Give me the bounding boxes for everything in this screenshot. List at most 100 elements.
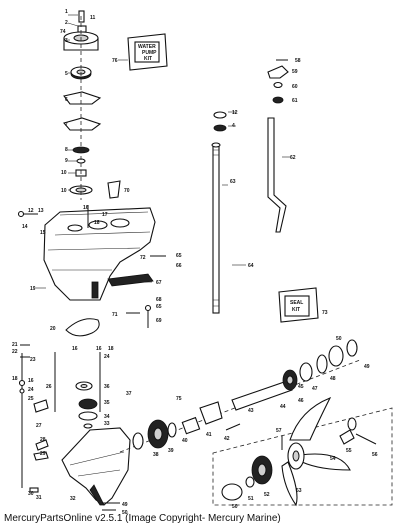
callout-71: 71	[112, 312, 118, 318]
callout-50: 50	[122, 510, 128, 516]
callout-68: 68	[156, 297, 162, 303]
lower-gearcase	[61, 427, 131, 506]
callout-39: 39	[168, 448, 174, 454]
callout-30: 30	[28, 491, 34, 497]
pinion-parts	[75, 381, 98, 429]
driveshaft-63	[211, 111, 227, 314]
fitting-70	[107, 180, 121, 199]
kit-label-kit-2: KIT	[292, 307, 300, 313]
housing-fasteners	[17, 205, 166, 328]
kit-label-seal: SEAL	[290, 300, 303, 306]
callout-4: 4	[232, 123, 235, 129]
callout-18c: 18	[12, 376, 18, 382]
gear-housing	[43, 207, 156, 301]
callout-22: 22	[12, 349, 18, 355]
callout-12b: 12	[28, 208, 34, 214]
kit-label-kit: KIT	[144, 56, 152, 62]
callout-66: 66	[176, 263, 182, 269]
callout-19: 19	[30, 286, 36, 292]
callout-29: 29	[40, 451, 46, 457]
shift-linkage-parts	[267, 59, 289, 104]
callout-10: 10	[61, 170, 67, 176]
callout-26: 26	[46, 384, 52, 390]
callout-16b: 16	[72, 346, 78, 352]
o-ring-20	[65, 318, 100, 337]
callout-33: 33	[104, 421, 110, 427]
callout-numbers: 1 11 2 74 3 5 6 7 8 9 10 10 76 70 12 4 6…	[12, 9, 378, 516]
callout-49b: 49	[364, 364, 370, 370]
callout-12: 12	[232, 110, 238, 116]
callout-63: 63	[230, 179, 236, 185]
callout-24: 24	[104, 354, 110, 360]
callout-44: 44	[280, 404, 286, 410]
callout-41: 41	[206, 432, 212, 438]
callout-20: 20	[50, 326, 56, 332]
callout-31: 31	[36, 495, 42, 501]
callout-3: 3	[65, 38, 68, 44]
callout-2: 2	[65, 20, 68, 26]
callout-74: 74	[60, 29, 66, 35]
shift-shaft-62	[267, 117, 287, 233]
kit-label-water: WATER	[138, 44, 156, 50]
studs	[20, 344, 101, 488]
callout-9: 9	[65, 158, 68, 164]
callout-50c: 50	[232, 504, 238, 510]
callout-76: 76	[112, 58, 118, 64]
callout-36: 36	[104, 384, 110, 390]
callout-47: 47	[312, 386, 318, 392]
callout-35: 35	[104, 400, 110, 406]
kit-label-pump: PUMP	[142, 50, 157, 56]
callout-1: 1	[65, 9, 68, 15]
callout-57: 57	[276, 428, 282, 434]
callout-34: 34	[104, 414, 110, 420]
callout-16d: 16	[28, 378, 34, 384]
propeller-group-frame	[212, 407, 393, 506]
callout-55: 55	[346, 448, 352, 454]
seal-kit-box: SEAL KIT	[278, 287, 319, 323]
callout-10b: 10	[61, 188, 67, 194]
callout-28: 28	[40, 437, 46, 443]
callout-24b: 24	[28, 387, 34, 393]
callout-16c: 16	[96, 346, 102, 352]
callout-49: 49	[122, 502, 128, 508]
callout-61: 61	[292, 98, 298, 104]
callout-11: 11	[90, 15, 96, 21]
callout-51: 51	[248, 496, 254, 502]
callout-46: 46	[298, 398, 304, 404]
callout-58: 58	[295, 58, 301, 64]
footer-caption: MercuryPartsOnline v2.5.1 (Image Copyrig…	[4, 513, 281, 524]
callout-18b: 18	[108, 346, 114, 352]
callout-23: 23	[30, 357, 36, 363]
callout-69: 69	[156, 318, 162, 324]
water-pump-kit-box: WATER PUMP KIT	[118, 33, 168, 71]
callout-75: 75	[176, 396, 182, 402]
callout-64: 64	[248, 263, 254, 269]
callout-21: 21	[12, 342, 18, 348]
callout-5: 5	[65, 71, 68, 77]
callout-67: 67	[156, 280, 162, 286]
leader-lines	[36, 14, 290, 289]
callout-7: 7	[65, 122, 68, 128]
callout-73: 73	[322, 310, 328, 316]
prop-shaft-assembly	[119, 339, 361, 453]
callout-37: 37	[126, 391, 132, 397]
callout-17: 17	[102, 212, 108, 218]
callout-42: 42	[224, 436, 230, 442]
callout-72: 72	[140, 255, 146, 261]
anode-67	[107, 273, 154, 287]
callout-8: 8	[65, 147, 68, 153]
thrust-hub-parts	[221, 417, 377, 501]
callout-16: 16	[83, 205, 89, 211]
callout-45: 45	[298, 384, 304, 390]
callout-52: 52	[264, 492, 270, 498]
water-pump-stack	[63, 10, 102, 200]
callout-60: 60	[292, 84, 298, 90]
callout-65: 65	[176, 253, 182, 259]
propeller-53	[281, 396, 351, 507]
callout-62: 62	[290, 155, 296, 161]
callout-54: 54	[330, 456, 336, 462]
callout-27: 27	[36, 423, 42, 429]
left-fasteners	[18, 379, 49, 493]
callout-13: 13	[38, 208, 44, 214]
